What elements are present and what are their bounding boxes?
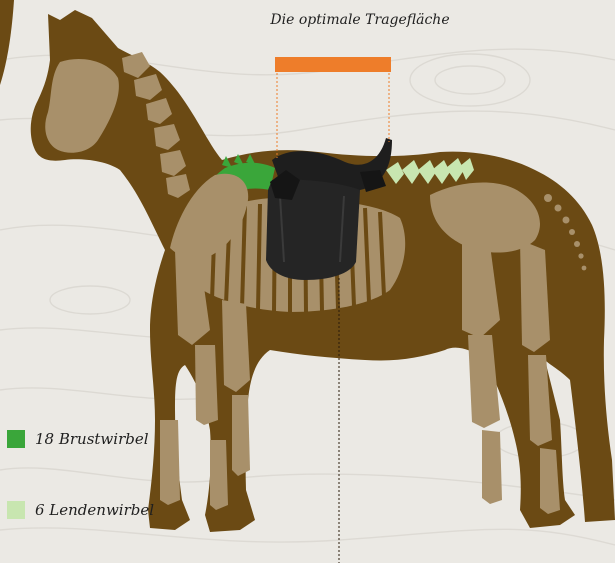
legend-swatch-lumbar: [7, 501, 25, 519]
legend-label-lumbar: 6 Lendenwirbel: [35, 501, 154, 519]
legend-label-thoracic: 18 Brustwirbel: [35, 430, 149, 448]
legend-swatch-thoracic: [7, 430, 25, 448]
diagram-title: Die optimale Tragefläche: [250, 12, 470, 28]
saddle-area-marker: [275, 57, 391, 72]
legend-item-lumbar: 6 Lendenwirbel: [7, 501, 154, 519]
legend-item-thoracic: 18 Brustwirbel: [7, 430, 149, 448]
